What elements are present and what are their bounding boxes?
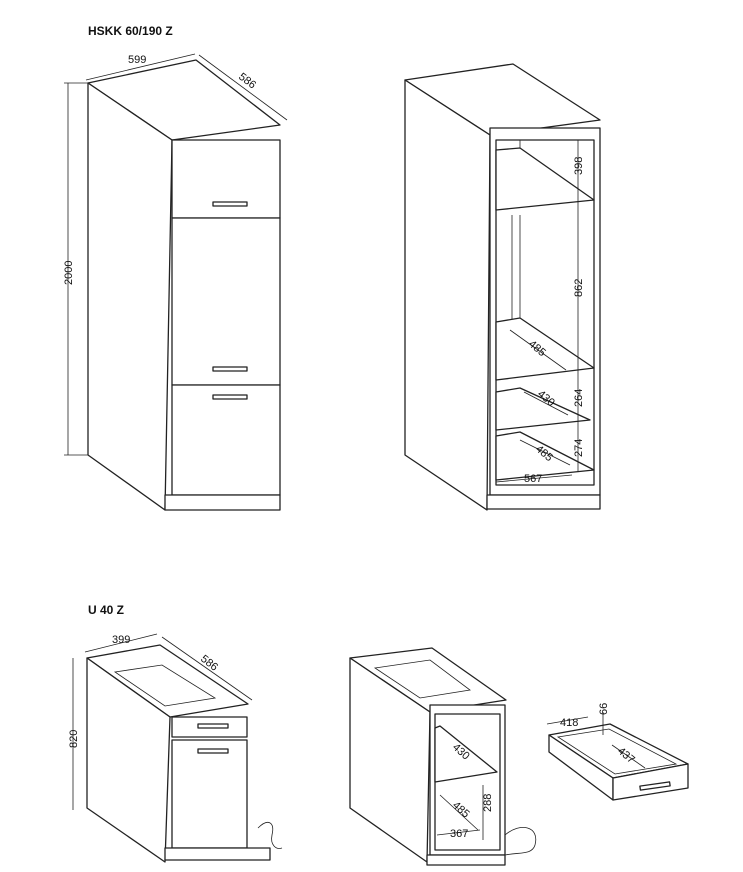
dim-middle-compartment: 264	[573, 389, 585, 407]
dim-oven-niche: 862	[573, 279, 585, 297]
dim-top-compartment: 398	[573, 157, 585, 175]
dim-depth: 586	[236, 71, 258, 92]
handle-icon	[639, 781, 671, 791]
cabinet-side	[87, 82, 173, 511]
dim-height: 2000	[63, 261, 75, 285]
plinth	[164, 494, 281, 511]
dim-height: 820	[68, 730, 80, 748]
handle-icon	[212, 394, 248, 400]
dim-bottom-compartment: 274	[573, 439, 585, 457]
door-lower	[171, 384, 281, 496]
dim-width: 399	[112, 634, 130, 646]
shelf-top	[495, 147, 595, 211]
plinth	[426, 854, 506, 866]
handle-icon	[197, 748, 229, 754]
drawer-inner	[556, 728, 678, 775]
model-title-hskk: HSKK 60/190 Z	[88, 24, 173, 38]
model-title-u40z: U 40 Z	[88, 603, 124, 617]
half-shelf	[495, 387, 591, 431]
dim-compartment-height: 288	[482, 794, 494, 812]
wire-icon	[504, 827, 537, 856]
drawer-front	[612, 763, 689, 801]
shelf	[434, 725, 498, 783]
u40z-open-cabinet	[349, 647, 537, 866]
cabinet-side	[86, 657, 171, 863]
top-opening	[113, 664, 217, 707]
handle-icon	[212, 201, 248, 207]
hskk-open-cabinet	[404, 63, 601, 511]
shelf-bottom	[495, 431, 595, 481]
dim-inner-width: 567	[524, 473, 542, 485]
drawer-detail	[546, 712, 689, 801]
plinth	[486, 494, 601, 510]
cabinet-side	[404, 79, 491, 511]
hskk-closed-cabinet	[64, 53, 288, 511]
dim-drawer-width: 418	[560, 717, 578, 729]
dim-width: 599	[128, 54, 146, 66]
top-opening	[373, 659, 471, 699]
dim-drawer-height: 66	[598, 703, 610, 715]
door	[171, 739, 248, 849]
u40z-closed-cabinet	[72, 633, 283, 863]
door-middle	[171, 217, 281, 386]
handle-icon	[212, 366, 248, 372]
wire-icon	[257, 822, 283, 849]
dim-inner-width: 367	[450, 828, 468, 840]
shelf-oven	[495, 317, 595, 381]
dim-depth: 586	[198, 653, 220, 674]
handle-icon	[197, 723, 229, 729]
plinth	[164, 847, 271, 861]
